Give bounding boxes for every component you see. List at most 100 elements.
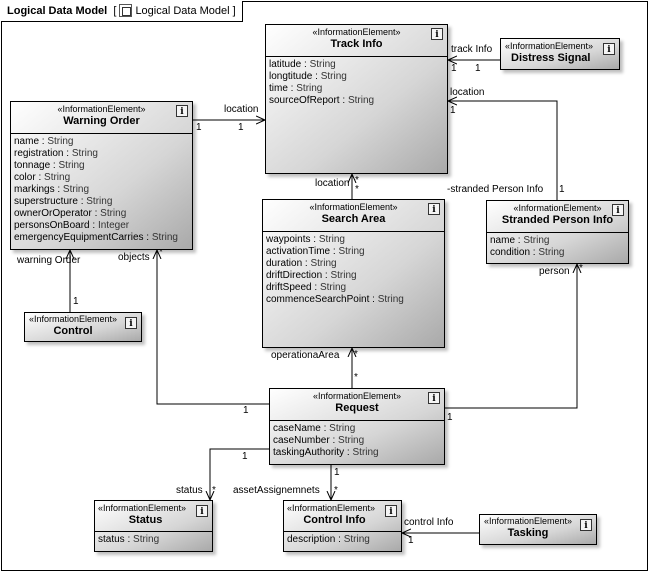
multiplicity: 1 bbox=[447, 412, 453, 423]
class-name: Status bbox=[128, 514, 163, 526]
role-label: person bbox=[539, 266, 570, 277]
role-label: operationaArea bbox=[271, 350, 340, 361]
attribute: color : String bbox=[14, 172, 71, 183]
stereotype: «InformationElement» bbox=[309, 202, 398, 212]
attribute: driftDirection : String bbox=[266, 270, 357, 281]
role-label: track Info bbox=[451, 44, 493, 55]
attribute: caseName : String bbox=[273, 423, 356, 434]
attribute: longtitude : String bbox=[269, 71, 347, 82]
role-label: -stranded Person Info bbox=[447, 184, 544, 195]
multiplicity: * bbox=[355, 175, 359, 186]
diagram-title-bar: Logical Data Model [Logical Data Model ] bbox=[1, 1, 243, 22]
multiplicity: 1 bbox=[73, 296, 79, 307]
multiplicity: * bbox=[355, 184, 359, 195]
attribute: name : String bbox=[490, 235, 550, 246]
multiplicity: * bbox=[334, 485, 338, 496]
info-icon[interactable]: i bbox=[385, 505, 397, 517]
attribute-list: waypoints : String activationTime : Stri… bbox=[263, 232, 444, 308]
attribute-list: caseName : String caseNumber : String ta… bbox=[270, 421, 444, 461]
multiplicity: * bbox=[354, 372, 358, 383]
multiplicity: 1 bbox=[475, 63, 481, 74]
diagram-breadcrumb[interactable]: Logical Data Model bbox=[135, 5, 230, 17]
diagram-icon bbox=[119, 3, 133, 17]
attribute: waypoints : String bbox=[266, 234, 345, 245]
assoc-request-status[interactable] bbox=[210, 448, 269, 500]
class-name: Search Area bbox=[321, 213, 386, 225]
attribute: time : String bbox=[269, 83, 323, 94]
attribute-list: status : String bbox=[95, 532, 212, 548]
info-icon[interactable]: i bbox=[125, 317, 137, 329]
multiplicity: 1 bbox=[451, 63, 457, 74]
class-tasking[interactable]: «InformationElement» Tasking i bbox=[479, 514, 597, 545]
class-warning-order[interactable]: «InformationElement» Warning Order i nam… bbox=[10, 101, 193, 250]
attribute: duration : String bbox=[266, 258, 337, 269]
stereotype: «InformationElement» bbox=[29, 314, 118, 324]
info-icon[interactable]: i bbox=[176, 105, 188, 117]
class-control-info[interactable]: «InformationElement» Control Info i desc… bbox=[283, 500, 402, 552]
info-icon[interactable]: i bbox=[580, 519, 592, 531]
info-icon[interactable]: i bbox=[196, 505, 208, 517]
attribute-list: name : String registration : String tonn… bbox=[11, 134, 192, 246]
role-label: objects bbox=[118, 252, 150, 263]
assoc-stranded-track[interactable] bbox=[448, 101, 558, 200]
multiplicity: 1 bbox=[196, 122, 202, 133]
info-icon[interactable]: i bbox=[428, 392, 440, 404]
class-name: Distress Signal bbox=[511, 52, 591, 64]
stereotype: «InformationElement» bbox=[98, 503, 187, 513]
class-stranded-person-info[interactable]: «InformationElement» Stranded Person Inf… bbox=[486, 200, 629, 264]
class-name: Tasking bbox=[507, 527, 549, 539]
attribute: registration : String bbox=[14, 148, 98, 159]
class-request[interactable]: «InformationElement» Request i caseName … bbox=[269, 388, 445, 465]
attribute: markings : String bbox=[14, 184, 90, 195]
role-label: assetAssignemnets bbox=[233, 485, 320, 496]
class-search-area[interactable]: «InformationElement» Search Area i waypo… bbox=[262, 199, 445, 348]
stereotype: «InformationElement» bbox=[57, 104, 146, 114]
attribute: latitude : String bbox=[269, 59, 336, 70]
attribute-list: latitude : String longtitude : String ti… bbox=[266, 57, 447, 109]
attribute: caseNumber : String bbox=[273, 435, 365, 446]
multiplicity: 1 bbox=[559, 184, 565, 195]
info-icon[interactable]: i bbox=[431, 28, 443, 40]
class-name: Stranded Person Info bbox=[501, 214, 614, 226]
attribute: sourceOfReport : String bbox=[269, 95, 375, 106]
info-icon[interactable]: i bbox=[612, 204, 624, 216]
attribute: driftSpeed : String bbox=[266, 282, 347, 293]
info-icon[interactable]: i bbox=[603, 43, 615, 55]
info-icon[interactable]: i bbox=[428, 203, 440, 215]
attribute: commenceSearchPoint : String bbox=[266, 294, 404, 305]
class-control[interactable]: «InformationElement» Control i bbox=[24, 312, 142, 342]
stereotype: «InformationElement» bbox=[513, 203, 602, 213]
role-label: location bbox=[450, 87, 485, 98]
class-distress-signal[interactable]: «InformationElement» Distress Signal i bbox=[500, 38, 620, 70]
attribute: status : String bbox=[98, 534, 160, 545]
stereotype: «InformationElement» bbox=[312, 27, 401, 37]
multiplicity: * bbox=[212, 485, 216, 496]
attribute: ownerOrOperator : String bbox=[14, 208, 127, 219]
attribute: superstructure : String bbox=[14, 196, 113, 207]
multiplicity: * bbox=[159, 247, 163, 258]
multiplicity: * bbox=[579, 263, 583, 274]
stereotype: «InformationElement» bbox=[484, 516, 573, 526]
class-track-info[interactable]: «InformationElement» Track Info i latitu… bbox=[265, 24, 448, 174]
role-label: status bbox=[176, 485, 203, 496]
role-label: warning Order bbox=[17, 255, 81, 266]
assoc-request-stranded[interactable] bbox=[445, 264, 577, 409]
multiplicity: 1 bbox=[408, 535, 414, 546]
role-label: location bbox=[224, 104, 259, 115]
multiplicity: 1 bbox=[238, 122, 244, 133]
class-name: Warning Order bbox=[63, 115, 140, 127]
attribute: personsOnBoard : Integer bbox=[14, 220, 130, 231]
attribute-list: description : String bbox=[284, 532, 401, 548]
attribute: description : String bbox=[287, 534, 370, 545]
stereotype: «InformationElement» bbox=[287, 503, 376, 513]
assoc-request-warning[interactable] bbox=[157, 250, 269, 405]
role-label: location bbox=[315, 178, 350, 189]
multiplicity: * bbox=[354, 349, 358, 360]
stereotype: «InformationElement» bbox=[505, 41, 594, 51]
role-label: control Info bbox=[404, 517, 454, 528]
multiplicity: 1 bbox=[450, 105, 456, 116]
class-status[interactable]: «InformationElement» Status i status : S… bbox=[94, 500, 213, 552]
attribute: taskingAuthority : String bbox=[273, 447, 379, 458]
